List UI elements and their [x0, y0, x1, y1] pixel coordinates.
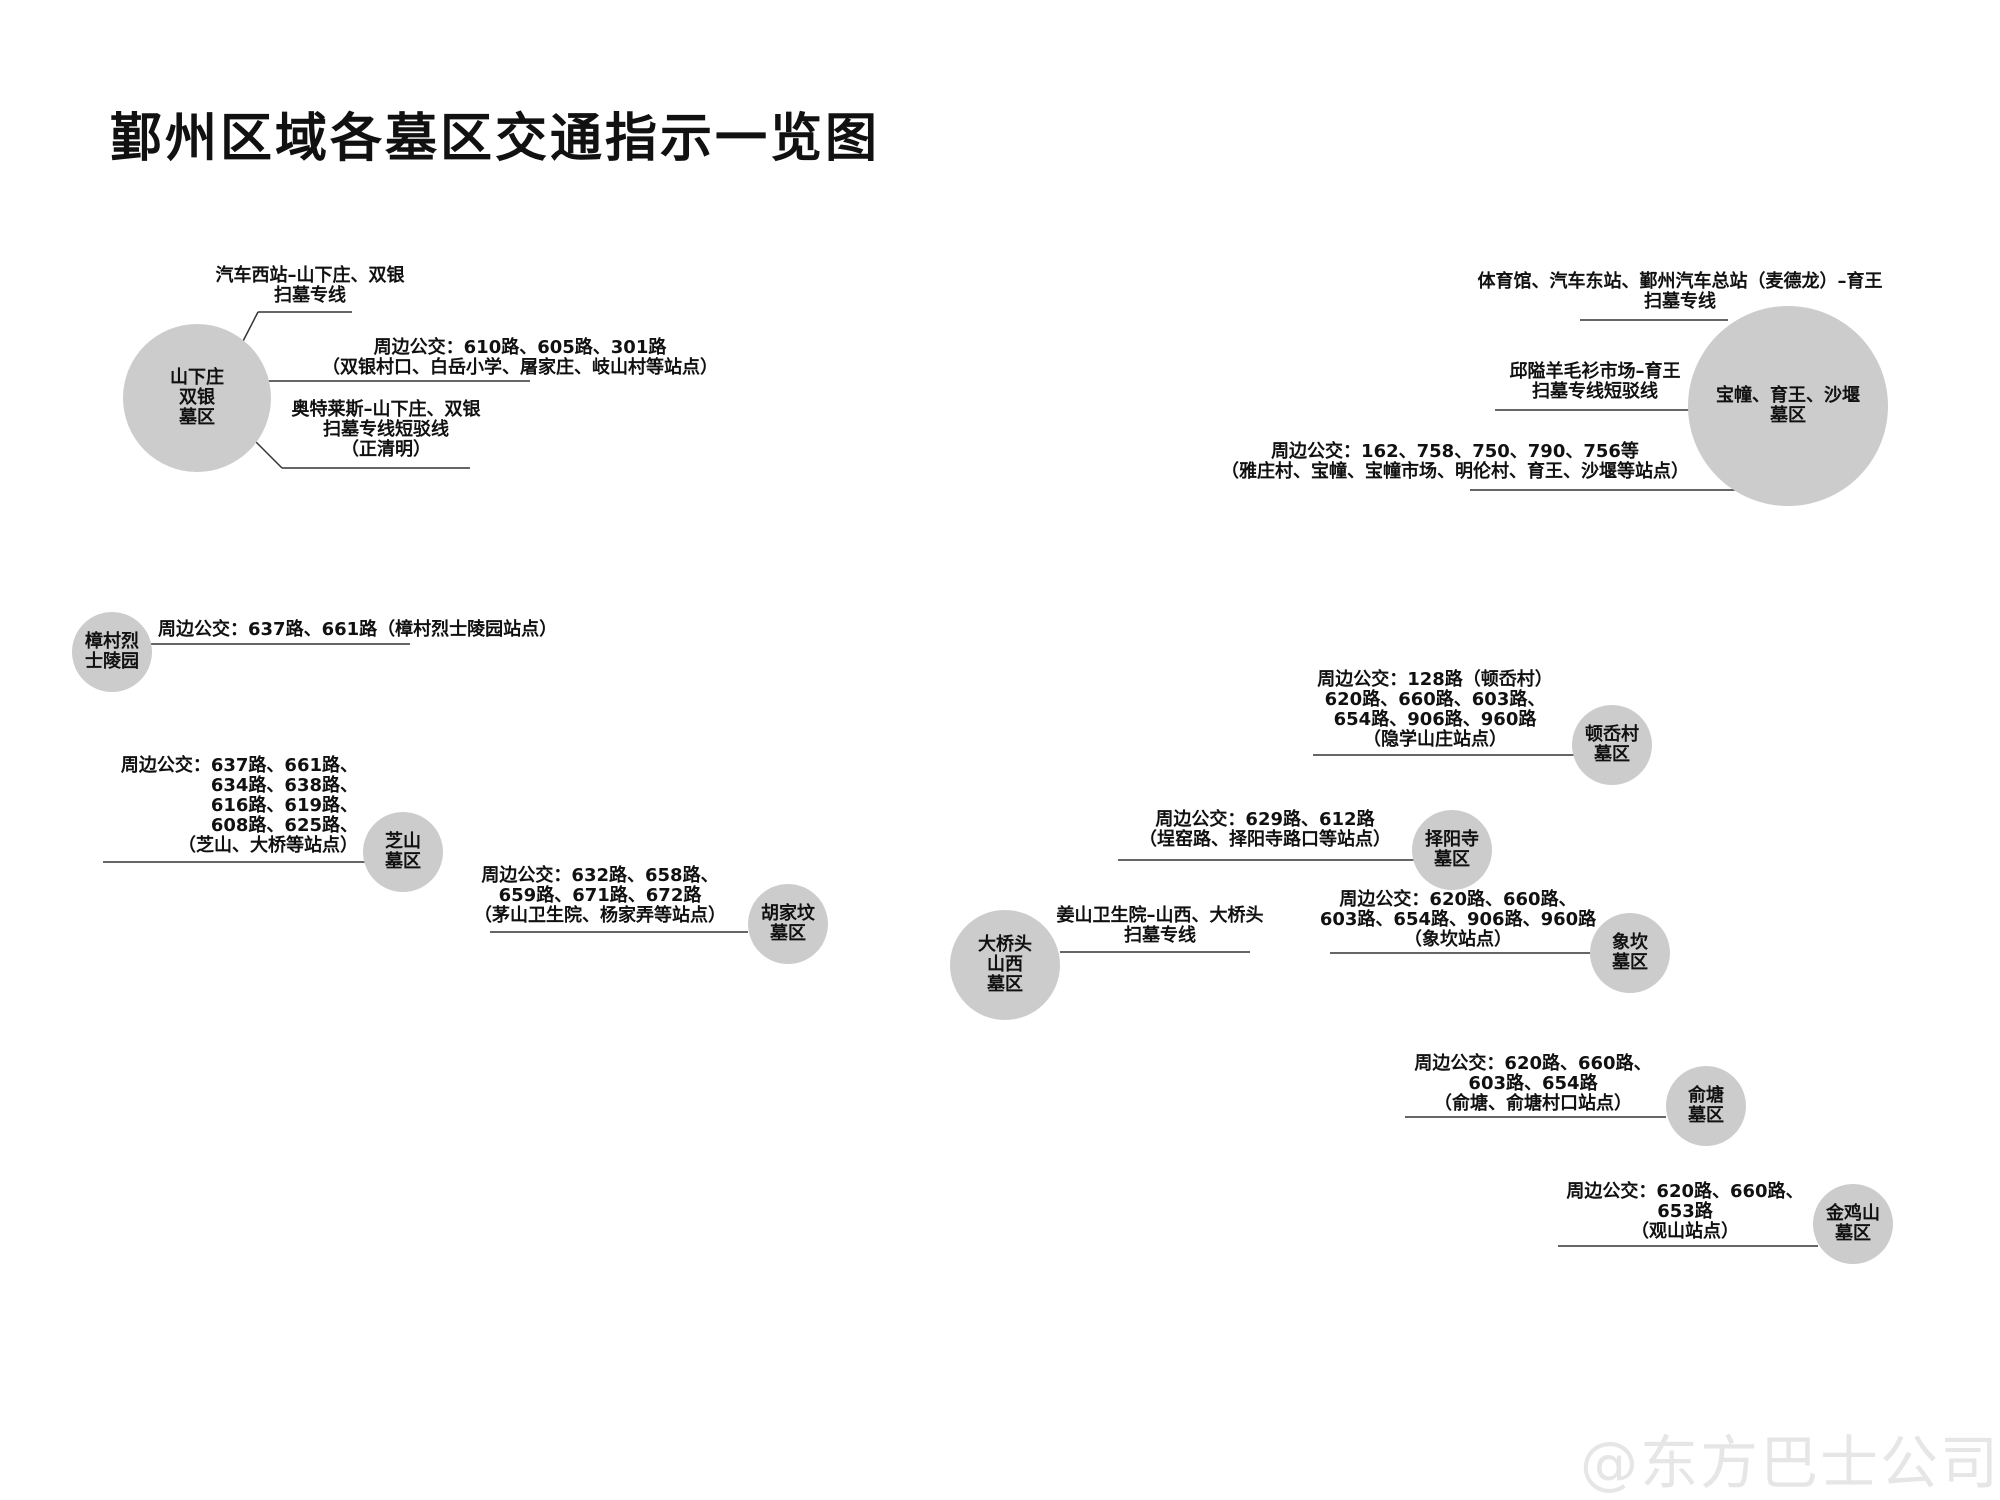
route-label: 奥特莱斯–山下庄、双银 扫墓专线短驳线 （正清明）	[291, 399, 481, 460]
page-title: 鄞州区域各墓区交通指示一览图	[110, 109, 881, 169]
route-label: 周边公交：610路、605路、301路 （双银村口、白岳小学、屠家庄、岐山村等站…	[322, 337, 718, 378]
cemetery-node-baochuang[interactable]: 宝幢、育王、沙堰 墓区	[1688, 306, 1888, 506]
cemetery-node-shanxiazhuang[interactable]: 山下庄 双银 墓区	[123, 324, 271, 472]
route-label: 姜山卫生院–山西、大桥头 扫墓专线	[1056, 905, 1264, 946]
cemetery-node-zeyangsi[interactable]: 择阳寺 墓区	[1412, 810, 1492, 890]
cemetery-node-xiangkan[interactable]: 象坎 墓区	[1590, 913, 1670, 993]
route-label: 周边公交：632路、658路、 659路、671路、672路 （茅山卫生院、杨家…	[474, 865, 726, 926]
route-label: 邱隘羊毛衫市场–育王 扫墓专线短驳线	[1509, 361, 1681, 402]
route-label: 周边公交：620路、660路、 653路 （观山站点）	[1566, 1181, 1804, 1242]
cemetery-node-zhangcun[interactable]: 樟村烈 士陵园	[72, 612, 152, 692]
route-label: 周边公交：162、758、750、790、756等 （雅庄村、宝幢、宝幢市场、明…	[1221, 441, 1689, 482]
route-label: 周边公交：637路、661路（樟村烈士陵园站点）	[158, 619, 558, 640]
route-label: 周边公交：637路、661路、 634路、638路、 616路、619路、 60…	[120, 755, 358, 856]
cemetery-node-dunxiangcun[interactable]: 顿岙村 墓区	[1572, 705, 1652, 785]
cemetery-node-zhishan[interactable]: 芝山 墓区	[363, 812, 443, 892]
route-label: 体育馆、汽车东站、鄞州汽车总站（麦德龙）–育王 扫墓专线	[1477, 271, 1883, 312]
route-label: 周边公交：620路、660路、 603路、654路 （俞塘、俞塘村口站点）	[1414, 1053, 1652, 1114]
route-label: 周边公交：620路、660路、 603路、654路、906路、960路 （象坎站…	[1319, 889, 1597, 950]
connector-line	[253, 439, 283, 469]
route-label: 周边公交：629路、612路 （埕窑路、择阳寺路口等站点）	[1139, 809, 1391, 850]
cemetery-node-yutang[interactable]: 俞塘 墓区	[1666, 1066, 1746, 1146]
cemetery-node-jinjishan[interactable]: 金鸡山 墓区	[1813, 1184, 1893, 1264]
cemetery-node-daqiaotou[interactable]: 大桥头 山西 墓区	[950, 910, 1060, 1020]
cemetery-node-hujiafen[interactable]: 胡家坟 墓区	[748, 884, 828, 964]
route-label: 汽车西站–山下庄、双银 扫墓专线	[215, 265, 405, 306]
route-label: 周边公交：128路（顿岙村） 620路、660路、603路、 654路、906路…	[1317, 669, 1553, 750]
watermark: @东方巴士公司	[1579, 1429, 2000, 1497]
